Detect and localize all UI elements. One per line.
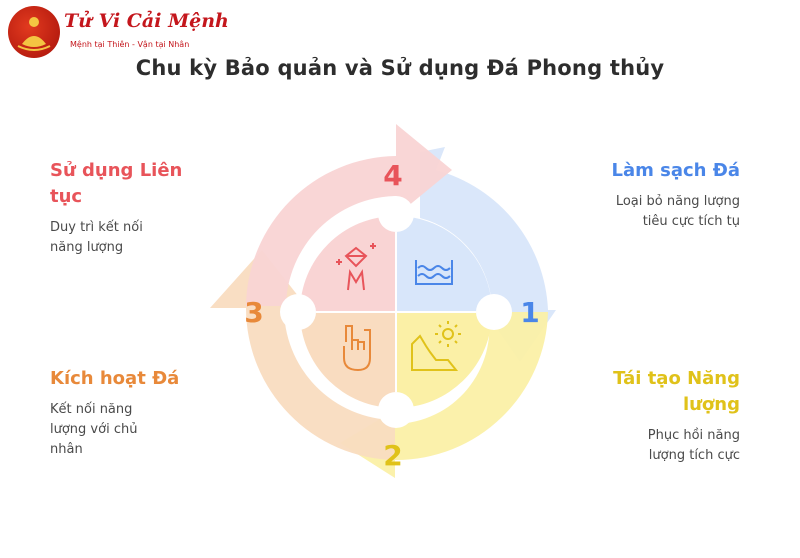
step-number-3: 3 <box>244 296 263 329</box>
quadrant-1 <box>396 216 492 312</box>
diamond-person-icon <box>336 243 376 291</box>
step-block-2: Tái tạo Năng lượng Phục hồi năng lượng t… <box>580 366 740 466</box>
step-block-3: Kích hoạt Đá Kết nối năng lượng với chủ … <box>50 366 210 460</box>
page-title: Chu kỳ Bảo quản và Sử dụng Đá Phong thủy <box>135 56 665 80</box>
logo: Tử Vi Cải Mệnh Mệnh tại Thiên - Vận tại … <box>8 6 229 58</box>
logo-title: Tử Vi Cải Mệnh <box>64 10 229 32</box>
step-description-4: Duy trì kết nối năng lượng <box>50 220 143 255</box>
step-block-4: Sử dụng Liên tục Duy trì kết nối năng lư… <box>50 158 210 258</box>
quadrant-3 <box>300 312 396 408</box>
step-heading-2: Tái tạo Năng lượng <box>613 368 740 415</box>
step-heading-3: Kích hoạt Đá <box>50 368 180 389</box>
step-description-1: Loại bỏ năng lượng tiêu cực tích tụ <box>615 194 740 229</box>
step-block-1: Làm sạch Đá Loại bỏ năng lượng tiêu cực … <box>580 158 740 232</box>
step-description-2: Phục hồi năng lượng tích cực <box>647 428 740 463</box>
logo-meditation-icon <box>8 6 60 58</box>
step-heading-4: Sử dụng Liên tục <box>50 160 183 207</box>
sun-cliff-icon <box>411 321 461 371</box>
water-icon <box>415 260 453 285</box>
step-number-2: 2 <box>383 439 402 472</box>
step-heading-1: Làm sạch Đá <box>611 160 740 181</box>
cycle-arrow-4 <box>246 124 452 306</box>
step-number-4: 4 <box>383 159 402 192</box>
step-description-3: Kết nối năng lượng với chủ nhân <box>50 402 138 457</box>
step-number-1: 1 <box>520 296 539 329</box>
rock-hand-icon <box>343 325 371 372</box>
cycle-arrow-1 <box>420 147 556 362</box>
quadrant-4 <box>300 216 396 312</box>
logo-subtitle: Mệnh tại Thiên - Vận tại Nhân <box>70 40 190 49</box>
